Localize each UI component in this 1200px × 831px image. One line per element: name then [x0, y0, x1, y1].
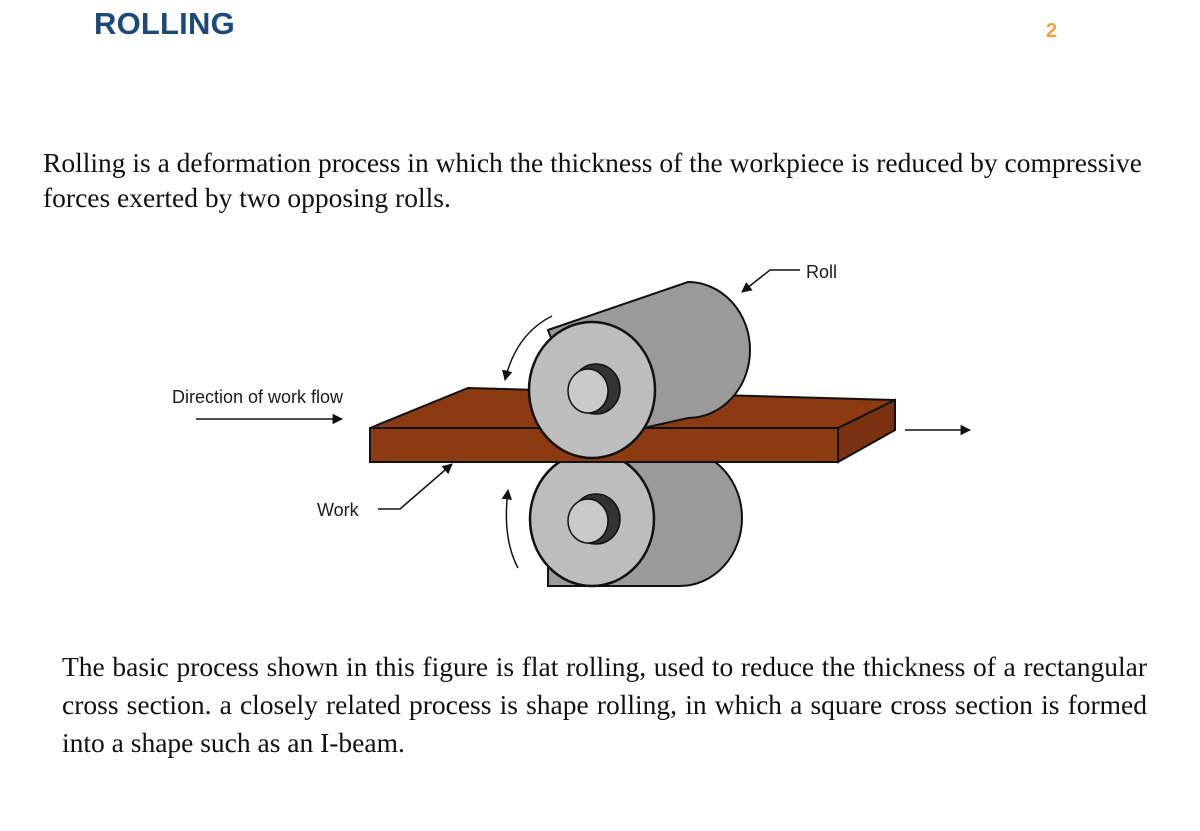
work-leader-line — [378, 463, 453, 510]
lower-rotation-arrow — [501, 488, 519, 569]
direction-of-work-flow-label: Direction of work flow — [172, 387, 344, 407]
page-number: 2 — [1046, 20, 1058, 42]
work-label: Work — [317, 500, 359, 520]
intro-paragraph: Rolling is a deformation process in whic… — [43, 147, 1142, 213]
roll-label: Roll — [806, 262, 838, 282]
lower-roll — [528, 448, 743, 588]
summary-paragraph: The basic process shown in this figure i… — [62, 651, 1147, 758]
upper-roll — [527, 280, 751, 460]
slide-title: ROLLING — [94, 6, 235, 41]
roll-leader-line — [741, 269, 800, 293]
upper-rotation-arrow — [502, 315, 553, 382]
